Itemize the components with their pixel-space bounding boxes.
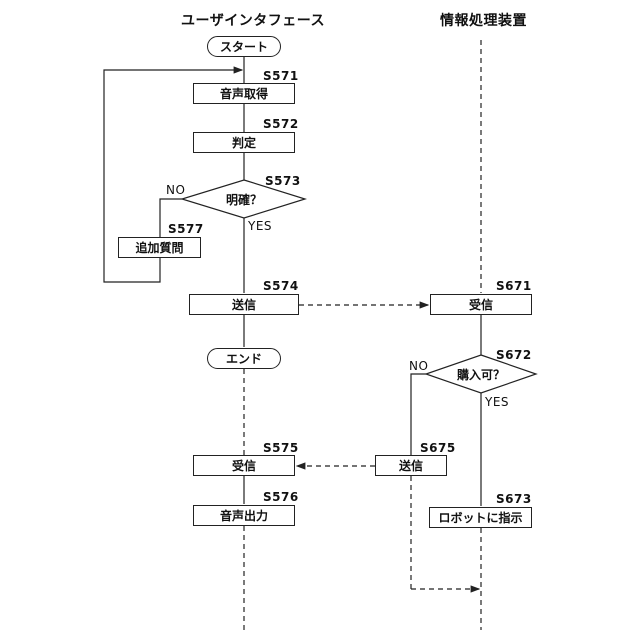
step-s577: S577 [168, 222, 204, 236]
step-s671: S671 [496, 279, 532, 293]
lane-title-info-processor: 情報処理装置 [440, 10, 527, 30]
process-s574: 送信 [189, 294, 299, 315]
step-s572: S572 [263, 117, 299, 131]
step-s571: S571 [263, 69, 299, 83]
end-terminal: エンド [207, 348, 281, 369]
process-s571: 音声取得 [193, 83, 295, 104]
step-s675: S675 [420, 441, 456, 455]
step-s673: S673 [496, 492, 532, 506]
step-s574: S574 [263, 279, 299, 293]
decision-s573-label: 明確？ [202, 190, 286, 208]
step-s575: S575 [263, 441, 299, 455]
step-s573: S573 [265, 174, 301, 188]
process-s575: 受信 [193, 455, 295, 476]
step-s576: S576 [263, 490, 299, 504]
s573-yes-label: YES [248, 219, 272, 233]
process-s671: 受信 [430, 294, 532, 315]
process-s572: 判定 [193, 132, 295, 153]
lane-title-user-interface: ユーザインタフェース [181, 10, 325, 30]
s672-yes-label: YES [485, 395, 509, 409]
process-s576: 音声出力 [193, 505, 295, 526]
s573-no-label: NO [166, 183, 185, 197]
start-terminal: スタート [207, 36, 281, 57]
s672-no-label: NO [409, 359, 428, 373]
step-s672: S672 [496, 348, 532, 362]
process-s675: 送信 [375, 455, 447, 476]
process-s577: 追加質問 [118, 237, 201, 258]
process-s673: ロボットに指示 [429, 507, 532, 528]
decision-s672-label: 購入可？ [440, 365, 522, 383]
